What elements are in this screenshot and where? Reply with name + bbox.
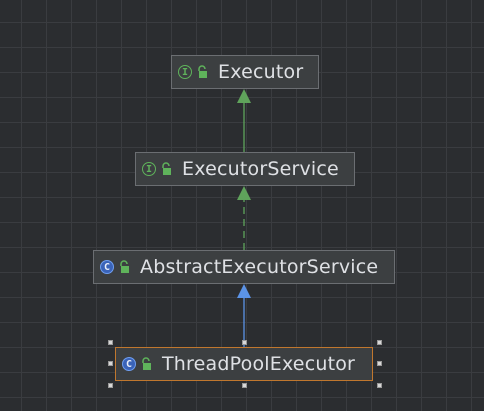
- resize-handle-top-center[interactable]: [242, 340, 247, 345]
- class-badge-icon: C: [100, 260, 114, 274]
- node-thread-pool-executor[interactable]: C ThreadPoolExecutor: [115, 347, 373, 381]
- public-lock-icon: [140, 357, 153, 371]
- resize-handle-bottom-center[interactable]: [242, 383, 247, 388]
- public-lock-icon: [118, 260, 131, 274]
- node-abstract-executor-service[interactable]: C AbstractExecutorService: [93, 250, 395, 284]
- resize-handle-top-right[interactable]: [377, 340, 382, 345]
- node-label: AbstractExecutorService: [140, 256, 379, 278]
- resize-handle-middle-left[interactable]: [108, 361, 113, 366]
- resize-handle-middle-right[interactable]: [377, 361, 382, 366]
- node-executor-service[interactable]: I ExecutorService: [135, 152, 355, 186]
- interface-badge-icon: I: [178, 65, 192, 79]
- class-badge-icon: C: [122, 357, 136, 371]
- resize-handle-bottom-left[interactable]: [108, 383, 113, 388]
- public-lock-icon: [160, 162, 173, 176]
- node-label: Executor: [218, 61, 304, 83]
- arrowhead-executor: [237, 89, 251, 103]
- arrowhead-abstractexecutorservice: [237, 284, 251, 298]
- arrowhead-executorservice: [237, 186, 251, 200]
- interface-badge-icon: I: [142, 162, 156, 176]
- resize-handle-bottom-right[interactable]: [377, 383, 382, 388]
- node-executor[interactable]: I Executor: [171, 55, 319, 89]
- node-label: ExecutorService: [182, 158, 339, 180]
- resize-handle-top-left[interactable]: [108, 340, 113, 345]
- public-lock-icon: [196, 65, 209, 79]
- node-label: ThreadPoolExecutor: [162, 353, 356, 375]
